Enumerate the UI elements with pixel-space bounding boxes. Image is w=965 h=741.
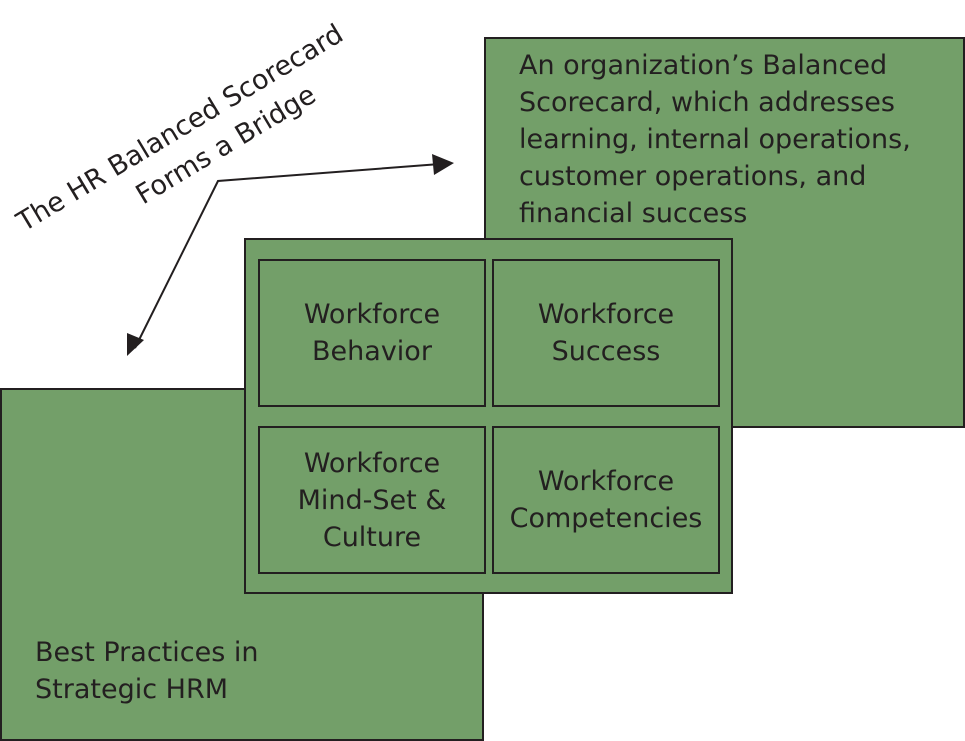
bridge-title: The HR Balanced Scorecard Forms a Bridge	[11, 18, 349, 238]
bridge-title-line2: Forms a Bridge	[131, 79, 322, 211]
grid-cell-workforce-success: Workforce Success	[492, 259, 720, 407]
grid-cell-workforce-mindset-culture: Workforce Mind-Set & Culture	[258, 426, 486, 574]
grid-cell-workforce-competencies: Workforce Competencies	[492, 426, 720, 574]
scorecard-box-text: An organization’s Balanced Scorecard, wh…	[519, 50, 911, 229]
strategic-hrm-box-text: Best Practices in Strategic HRM	[35, 637, 259, 705]
bridge-title-line1: The HR Balanced Scorecard	[11, 18, 349, 238]
strategic-hrm-box: Best Practices in Strategic HRM	[0, 388, 484, 741]
arrowhead-upper-right	[432, 154, 454, 175]
grid-cell-workforce-behavior: Workforce Behavior	[258, 259, 486, 407]
arrowhead-lower-left	[127, 333, 144, 356]
hr-scorecard-grid: Workforce Behavior Workforce Success Wor…	[244, 238, 733, 594]
